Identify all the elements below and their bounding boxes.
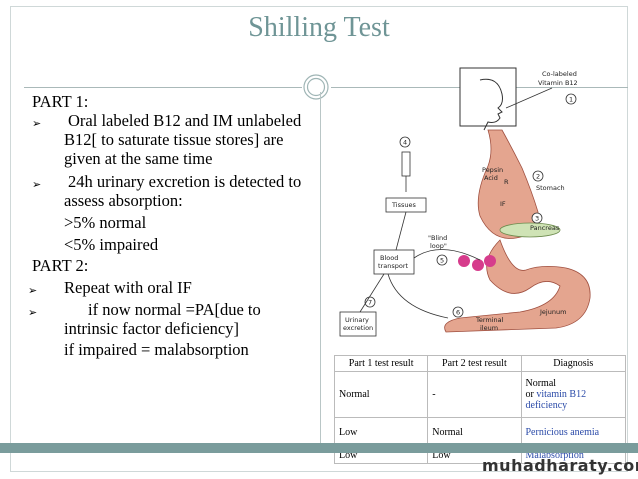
step-3-label: 3 bbox=[535, 215, 539, 223]
normal-threshold: >5% normal bbox=[64, 213, 147, 232]
table-cell: Normal bbox=[333, 371, 429, 418]
table-row: Low Normal Pernicious anemia bbox=[333, 417, 626, 448]
table-cell-diagnosis: Pernicious anemia bbox=[520, 417, 626, 448]
table-row: Normal - Normal or vitamin B12 deficienc… bbox=[333, 371, 626, 418]
co-label-line1: Co-labeled bbox=[542, 70, 577, 78]
results-table: Part 1 test result Part 2 test result Di… bbox=[333, 355, 626, 464]
arrow-bullet-icon: ➢ bbox=[32, 178, 42, 191]
arrow-bullet-icon: ➢ bbox=[32, 117, 42, 130]
watermark: muhadharaty.com bbox=[482, 456, 638, 475]
terminal-label-1: Terminal bbox=[475, 316, 504, 324]
table-cell: Normal bbox=[427, 417, 522, 448]
step-1-label: 1 bbox=[569, 96, 573, 104]
diag-or: or bbox=[525, 389, 537, 400]
urinary-label-1: Urinary bbox=[345, 316, 369, 324]
pepsin-label-1: Pepsin bbox=[482, 166, 503, 174]
step-2-label: 2 bbox=[536, 173, 540, 181]
arrow-bullet-icon: ➢ bbox=[28, 284, 38, 297]
bullet-1-text: Oral labeled B12 and IM unlabeled B12[ t… bbox=[64, 111, 302, 168]
blood-label-1: Blood bbox=[380, 254, 398, 262]
syringe-icon: 4 bbox=[399, 136, 411, 192]
head-icon bbox=[459, 67, 517, 131]
slide-title: Shilling Test bbox=[248, 12, 390, 43]
column-divider bbox=[320, 92, 321, 450]
arrow-bullet-icon: ➢ bbox=[28, 306, 38, 319]
co-label-line2: Vitamin B12 bbox=[538, 79, 578, 87]
diag-vitamin: vitamin B12 bbox=[536, 389, 587, 400]
part1-heading: PART 1: bbox=[32, 92, 89, 111]
step-6-label: 6 bbox=[456, 309, 460, 317]
ring-ornament-icon bbox=[303, 74, 329, 100]
urinary-label-2: excretion bbox=[343, 324, 373, 332]
table-header: Part 2 test result bbox=[427, 355, 522, 372]
blind-loop-label-2: loop" bbox=[430, 242, 447, 250]
jejunum-label: Jejunum bbox=[539, 308, 566, 316]
pancreas bbox=[499, 222, 561, 238]
blind-loop-label-1: "Blind bbox=[428, 234, 447, 242]
impaired-threshold: <5% impaired bbox=[64, 235, 159, 254]
if-label: IF bbox=[500, 200, 506, 208]
table-cell-diagnosis: Normal or vitamin B12 deficiency bbox=[520, 371, 626, 418]
cobalamin-particles bbox=[458, 255, 496, 271]
table-header-row: Part 1 test result Part 2 test result Di… bbox=[333, 355, 626, 372]
bullet-3-text: Repeat with oral IF bbox=[64, 278, 192, 297]
bottom-accent-bar bbox=[0, 443, 638, 453]
bullet-4-text: if now normal =PA[due to intrinsic facto… bbox=[64, 300, 261, 338]
step-4-label: 4 bbox=[403, 139, 407, 147]
terminal-label-2: ileum bbox=[480, 324, 498, 332]
left-text-column: PART 1: ➢ Oral labeled B12 and IM unlabe… bbox=[24, 92, 314, 359]
tissues-label: Tissues bbox=[391, 201, 416, 209]
bullet-2: ➢ 24h urinary excretion is detected to a… bbox=[24, 172, 314, 210]
table-header: Part 1 test result bbox=[333, 355, 429, 372]
bullet-1: ➢ Oral labeled B12 and IM unlabeled B12[… bbox=[24, 111, 314, 168]
diag-deficiency: deficiency bbox=[525, 400, 568, 411]
blood-label-2: transport bbox=[378, 262, 408, 270]
malabsorption-line: if impaired = malabsorption bbox=[64, 340, 249, 359]
stomach-label: Stomach bbox=[536, 184, 565, 192]
step-7-label: 7 bbox=[368, 299, 372, 307]
bullet-2-text: 24h urinary excretion is detected to ass… bbox=[64, 172, 302, 210]
r-label: R bbox=[504, 178, 509, 186]
part2-heading: PART 2: bbox=[32, 256, 89, 275]
shilling-diagram: Co-labeled Vitamin B12 1 Pepsin Acid R I… bbox=[339, 67, 591, 337]
table-cell: - bbox=[427, 371, 522, 418]
pancreas-label: Pancreas bbox=[530, 224, 560, 232]
bullet-4: ➢ if now normal =PA[due to intrinsic fac… bbox=[24, 300, 314, 338]
diag-normal: Normal bbox=[525, 378, 557, 389]
table-header: Diagnosis bbox=[520, 355, 626, 372]
title-rule-left bbox=[24, 87, 302, 88]
table-cell: Low bbox=[333, 417, 429, 448]
pepsin-label-2: Acid bbox=[484, 174, 498, 182]
step-5-label: 5 bbox=[440, 257, 444, 265]
slide-frame bbox=[10, 6, 628, 472]
bullet-3: ➢ Repeat with oral IF bbox=[24, 278, 314, 297]
